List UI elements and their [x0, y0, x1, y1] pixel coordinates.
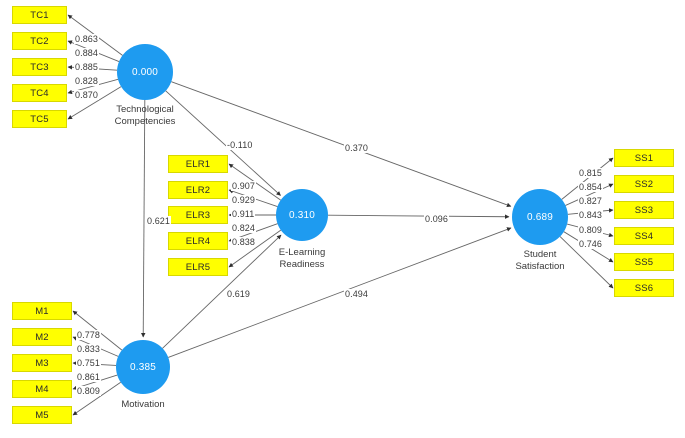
- path-edge-m-elr: [162, 234, 282, 349]
- loading-value-m4: 0.861: [76, 372, 102, 382]
- indicator-box-tc5[interactable]: TC5: [12, 110, 67, 128]
- loading-value-elr2: 0.929: [231, 195, 257, 205]
- loading-edge-tc-tc5: [67, 86, 122, 120]
- indicator-label: TC1: [30, 9, 49, 21]
- loading-value-elr1: 0.907: [231, 181, 257, 191]
- construct-name-ss: Student Satisfaction: [515, 249, 565, 272]
- r-square-value: 0.310: [288, 209, 316, 221]
- indicator-box-ss6[interactable]: SS6: [614, 279, 674, 297]
- indicator-box-m1[interactable]: M1: [12, 302, 72, 320]
- loading-value-tc2: 0.884: [74, 48, 100, 58]
- indicator-box-m3[interactable]: M3: [12, 354, 72, 372]
- indicator-label: SS4: [634, 230, 654, 242]
- latent-construct-ss[interactable]: 0.689: [512, 189, 568, 245]
- indicator-label: SS5: [634, 256, 654, 268]
- loading-value-elr5: 0.838: [231, 237, 257, 247]
- path-edge-elr-ss: [327, 214, 510, 219]
- loading-edge-m-m5: [72, 381, 121, 416]
- indicator-label: TC2: [30, 35, 49, 47]
- indicator-box-ss3[interactable]: SS3: [614, 201, 674, 219]
- r-square-value: 0.000: [131, 66, 159, 78]
- structural-edges: [140, 81, 512, 358]
- loading-value-ss1: 0.815: [578, 168, 604, 178]
- latent-construct-m[interactable]: 0.385: [116, 340, 170, 394]
- loading-value-m5: 0.809: [76, 386, 102, 396]
- indicator-box-ss1[interactable]: SS1: [614, 149, 674, 167]
- indicator-box-m5[interactable]: M5: [12, 406, 72, 424]
- loading-edge-ss-ss2: [565, 183, 614, 206]
- indicator-box-tc3[interactable]: TC3: [12, 58, 67, 76]
- loading-value-tc5: 0.870: [74, 90, 100, 100]
- latent-construct-tc[interactable]: 0.000: [117, 44, 173, 100]
- indicator-box-ss5[interactable]: SS5: [614, 253, 674, 271]
- r-square-value: 0.385: [129, 361, 157, 373]
- loading-value-tc3: 0.885: [74, 62, 100, 72]
- path-coefficient-tc-elr: -0.110: [226, 140, 254, 150]
- latent-construct-elr[interactable]: 0.310: [276, 189, 328, 241]
- path-coefficient-elr-ss: 0.096: [424, 214, 450, 224]
- construct-name-m: Motivation: [121, 399, 165, 410]
- indicator-label: SS2: [634, 178, 654, 190]
- indicator-label: M4: [35, 383, 49, 395]
- indicator-label: M2: [35, 331, 49, 343]
- indicator-box-m4[interactable]: M4: [12, 380, 72, 398]
- loading-value-ss2: 0.854: [578, 182, 604, 192]
- indicator-label: ELR4: [185, 235, 211, 247]
- path-coefficient-m-elr: 0.619: [226, 289, 252, 299]
- loading-value-m1: 0.778: [76, 330, 102, 340]
- indicator-label: SS1: [634, 152, 654, 164]
- indicator-box-ss4[interactable]: SS4: [614, 227, 674, 245]
- path-edge-tc-elr: [165, 90, 281, 196]
- path-coefficient-m-ss: 0.494: [344, 289, 370, 299]
- path-edge-tc-m: [140, 99, 146, 338]
- loading-edge-elr-elr5: [228, 229, 282, 268]
- indicator-box-elr1[interactable]: ELR1: [168, 155, 228, 173]
- indicator-box-ss2[interactable]: SS2: [614, 175, 674, 193]
- indicator-box-elr4[interactable]: ELR4: [168, 232, 228, 250]
- r-square-value: 0.689: [526, 211, 554, 223]
- indicator-box-elr2[interactable]: ELR2: [168, 181, 228, 199]
- indicator-label: ELR2: [185, 184, 211, 196]
- loading-edge-ss-ss6: [559, 236, 614, 289]
- loading-value-ss6: 0.746: [578, 239, 604, 249]
- indicator-box-elr3[interactable]: ELR3: [168, 206, 228, 224]
- indicator-label: M3: [35, 357, 49, 369]
- indicator-label: SS6: [634, 282, 654, 294]
- indicator-label: M1: [35, 305, 49, 317]
- indicator-label: SS3: [634, 204, 654, 216]
- loading-value-elr3: 0.911: [231, 209, 256, 219]
- indicator-label: M5: [35, 409, 49, 421]
- loading-value-m2: 0.833: [76, 344, 102, 354]
- loading-value-ss5: 0.809: [578, 225, 604, 235]
- path-edge-tc-ss: [171, 81, 512, 208]
- path-edge-m-ss: [168, 227, 512, 358]
- construct-name-tc: Technological Competencies: [114, 104, 176, 127]
- loading-value-ss3: 0.827: [578, 196, 604, 206]
- path-coefficient-tc-ss: 0.370: [344, 143, 370, 153]
- indicator-box-tc1[interactable]: TC1: [12, 6, 67, 24]
- indicator-label: TC5: [30, 113, 49, 125]
- indicator-label: ELR5: [185, 261, 211, 273]
- indicator-box-tc2[interactable]: TC2: [12, 32, 67, 50]
- loading-value-elr4: 0.824: [231, 223, 257, 233]
- indicator-label: TC3: [30, 61, 49, 73]
- indicator-box-m2[interactable]: M2: [12, 328, 72, 346]
- construct-name-elr: E-Learning Readiness: [278, 247, 326, 270]
- loading-edge-ss-ss1: [561, 157, 614, 200]
- indicator-label: TC4: [30, 87, 49, 99]
- loading-value-tc1: 0.863: [74, 34, 100, 44]
- path-coefficient-tc-m: 0.621: [146, 216, 172, 226]
- indicator-box-tc4[interactable]: TC4: [12, 84, 67, 102]
- loading-value-m3: 0.751: [76, 358, 102, 368]
- indicator-box-elr5[interactable]: ELR5: [168, 258, 228, 276]
- indicator-label: ELR1: [185, 158, 211, 170]
- loading-value-tc4: 0.828: [74, 76, 100, 86]
- loading-value-ss4: 0.843: [578, 210, 604, 220]
- indicator-label: ELR3: [185, 209, 211, 221]
